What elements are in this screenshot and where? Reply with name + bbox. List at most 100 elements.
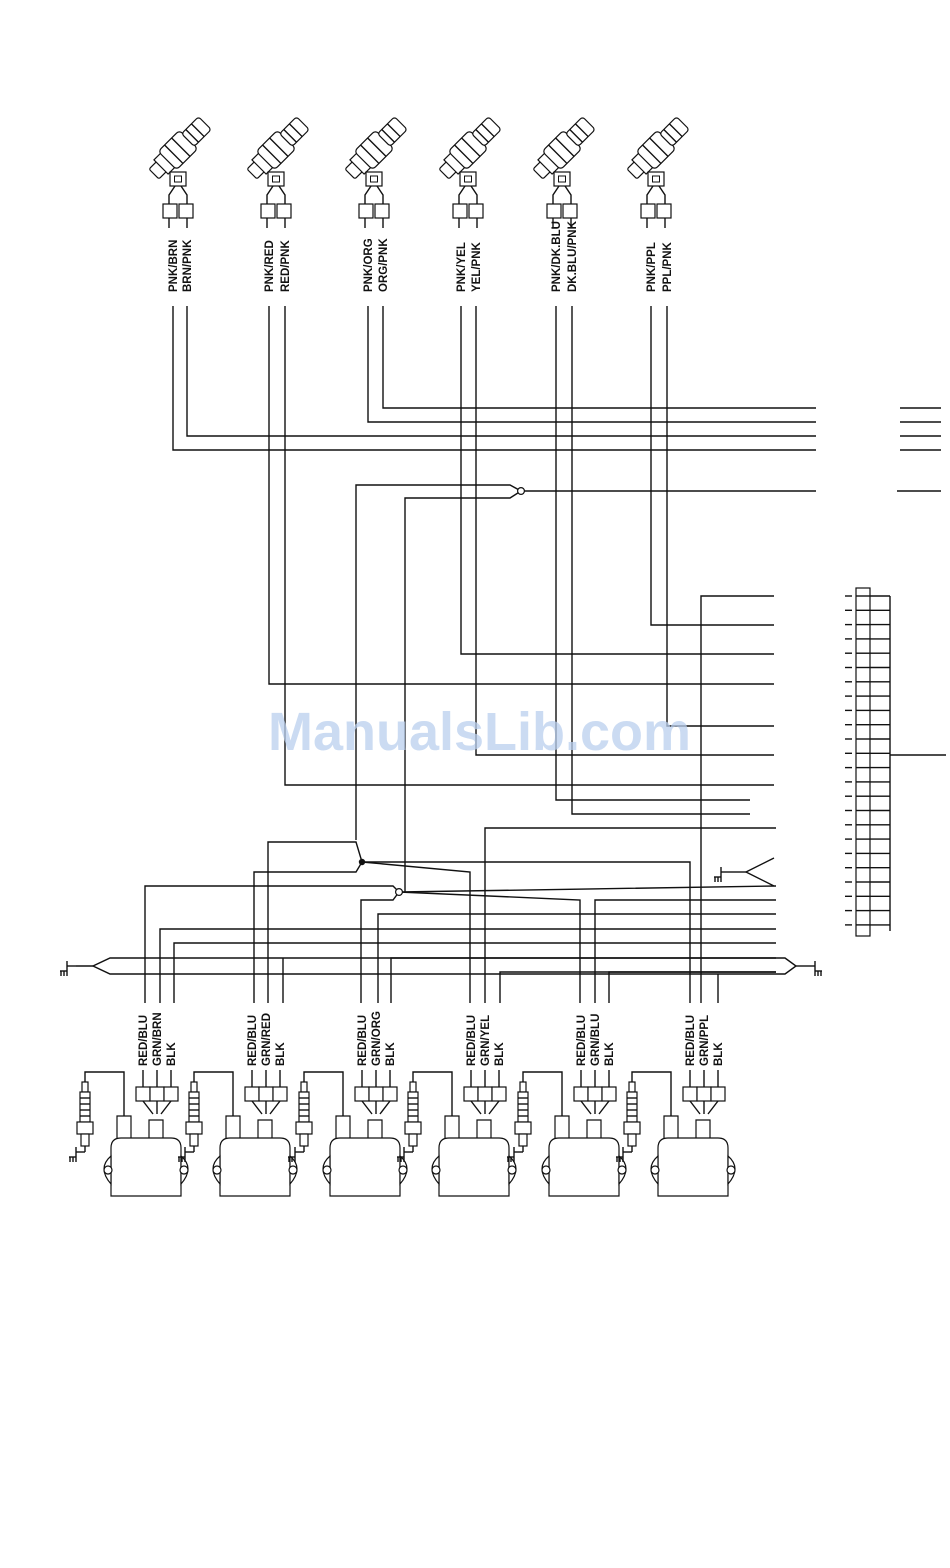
injector-lead bbox=[553, 186, 559, 204]
coil-connector bbox=[245, 1087, 259, 1101]
injector-wire-label: PPL/PNK bbox=[662, 241, 674, 292]
coil-mount-hole bbox=[323, 1166, 331, 1174]
coil-connector bbox=[355, 1087, 369, 1101]
injector-connector bbox=[277, 204, 291, 218]
injector-connector bbox=[547, 204, 561, 218]
injector-wire bbox=[651, 306, 774, 625]
injector-wire-label: DK.BLU/PNK bbox=[567, 220, 579, 292]
injector-connector bbox=[657, 204, 671, 218]
coil-wire-label: RED/BLU bbox=[576, 1015, 588, 1066]
ignition-coil-icon bbox=[432, 1070, 516, 1196]
plug-thread bbox=[81, 1134, 89, 1146]
ground-wire bbox=[746, 858, 774, 886]
coil-mount-hole bbox=[213, 1166, 221, 1174]
injector-connector bbox=[359, 204, 373, 218]
coil-wire bbox=[609, 972, 776, 1003]
injector-wire-label: PNK/RED bbox=[264, 240, 276, 292]
coil-lead bbox=[581, 1101, 591, 1114]
injector-wire-label: BRN/PNK bbox=[182, 239, 194, 292]
coil-mount-hole bbox=[508, 1166, 516, 1174]
coil-tower bbox=[555, 1116, 569, 1138]
injector-socket-pin bbox=[465, 176, 472, 182]
plug-insulator bbox=[189, 1092, 199, 1122]
plug-insulator bbox=[80, 1092, 90, 1122]
coil-wire bbox=[268, 842, 690, 1003]
injector-wire bbox=[476, 306, 774, 755]
coil-terminal bbox=[696, 1120, 710, 1138]
ecm-connector-icon bbox=[845, 588, 946, 936]
ignition-coil-icon bbox=[542, 1070, 626, 1196]
coil-wire-label: GRN/YEL bbox=[480, 1015, 492, 1066]
coil-connector bbox=[136, 1087, 150, 1101]
plug-hex bbox=[77, 1122, 93, 1134]
plug-thread bbox=[519, 1134, 527, 1146]
plug-terminal bbox=[191, 1082, 197, 1092]
injector-socket-pin bbox=[559, 176, 566, 182]
plug-lead bbox=[304, 1072, 343, 1116]
injector-wire bbox=[368, 306, 816, 422]
watermark: ManualsLib.com bbox=[268, 702, 691, 762]
injector-socket-pin bbox=[371, 176, 378, 182]
ground-icon bbox=[69, 1147, 85, 1162]
splice-ring bbox=[518, 488, 525, 495]
coil-connector bbox=[711, 1087, 725, 1101]
injector-wire bbox=[461, 306, 774, 654]
plug-lead bbox=[413, 1072, 452, 1116]
coil-connector bbox=[164, 1087, 178, 1101]
coil-connector bbox=[478, 1087, 492, 1101]
plug-thread bbox=[409, 1134, 417, 1146]
plug-hex bbox=[296, 1122, 312, 1134]
injector-socket-pin bbox=[175, 176, 182, 182]
coil-mount-hole bbox=[727, 1166, 735, 1174]
coil-terminal bbox=[149, 1120, 163, 1138]
injector-wire-label: PNK/BRN bbox=[168, 240, 180, 292]
coil-wire-label: RED/BLU bbox=[466, 1015, 478, 1066]
coil-wire bbox=[500, 972, 776, 1003]
coil-wire bbox=[145, 886, 776, 1003]
coil-wire-label: GRN/BLU bbox=[590, 1014, 602, 1066]
plug-insulator bbox=[299, 1092, 309, 1122]
coil-terminal bbox=[258, 1120, 272, 1138]
ground-icon bbox=[714, 867, 730, 882]
coil-lead bbox=[489, 1101, 499, 1114]
coil-mount-hole bbox=[618, 1166, 626, 1174]
injector-connector bbox=[469, 204, 483, 218]
coil-wire-label: BLK bbox=[275, 1042, 287, 1066]
coil-lead bbox=[161, 1101, 171, 1114]
injector-lead bbox=[365, 186, 371, 204]
plug-insulator bbox=[518, 1092, 528, 1122]
coil-wire-label: RED/BLU bbox=[138, 1015, 150, 1066]
coil-connector bbox=[683, 1087, 697, 1101]
coil-connector bbox=[602, 1087, 616, 1101]
coil-wire bbox=[595, 900, 776, 1003]
ignition-coil-icon bbox=[323, 1070, 407, 1196]
coil-connector bbox=[383, 1087, 397, 1101]
coil-housing bbox=[111, 1138, 181, 1196]
ignition-coil-icon bbox=[104, 1070, 188, 1196]
coil-wire bbox=[174, 943, 776, 1003]
coil-wire-label: BLK bbox=[713, 1042, 725, 1066]
plug-terminal bbox=[82, 1082, 88, 1092]
coil-wire-label: RED/BLU bbox=[357, 1015, 369, 1066]
coil-terminal bbox=[477, 1120, 491, 1138]
injector-socket-pin bbox=[273, 176, 280, 182]
coil-lead bbox=[708, 1101, 718, 1114]
plug-hex bbox=[515, 1122, 531, 1134]
plug-thread bbox=[628, 1134, 636, 1146]
injector-wire-label: PNK/DK.BLU bbox=[551, 221, 563, 292]
coil-lead bbox=[471, 1101, 481, 1114]
injector-connector bbox=[453, 204, 467, 218]
coil-connector bbox=[697, 1087, 711, 1101]
plug-hex bbox=[186, 1122, 202, 1134]
coil-mount-hole bbox=[180, 1166, 188, 1174]
ignition-coil-icon bbox=[213, 1070, 297, 1196]
injector-lead bbox=[471, 186, 477, 204]
injector-connector bbox=[163, 204, 177, 218]
coil-tower bbox=[445, 1116, 459, 1138]
coil-wire-label: RED/BLU bbox=[247, 1015, 259, 1066]
power-wire bbox=[405, 491, 521, 892]
plug-insulator bbox=[627, 1092, 637, 1122]
coil-mount-hole bbox=[399, 1166, 407, 1174]
coil-wire-label: GRN/PPL bbox=[699, 1015, 711, 1066]
